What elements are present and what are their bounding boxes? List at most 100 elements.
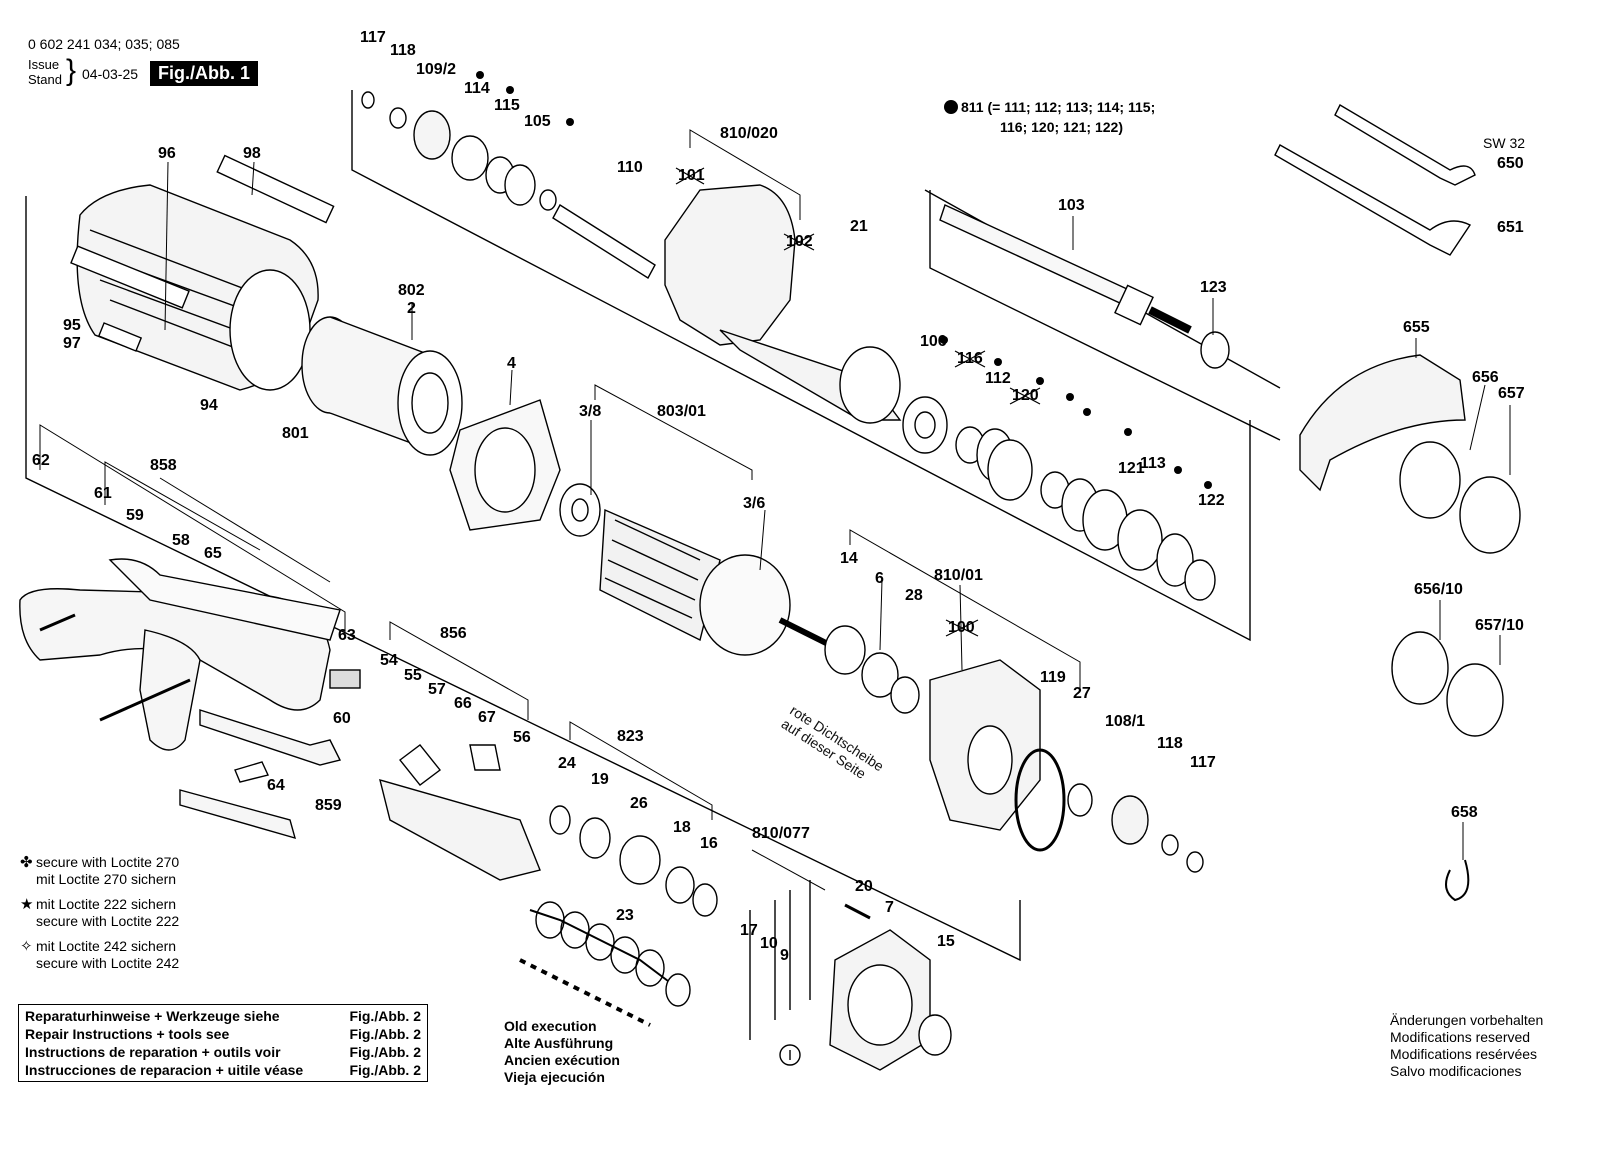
part-label: 117	[1190, 754, 1216, 771]
legend-line: mit Loctite 242 sichern	[36, 938, 177, 954]
cable-parts	[179, 709, 342, 840]
part-label: 103	[1058, 197, 1085, 214]
flange-assembly	[824, 625, 1204, 873]
struck-label: 16	[700, 835, 718, 852]
legend-line: secure with Loctite 222	[36, 913, 180, 929]
part-label: 112	[985, 370, 1011, 387]
part-label: 858	[150, 457, 177, 474]
bullet-dot-icon	[1204, 481, 1212, 489]
part-label: 114	[464, 80, 490, 97]
part-label: 3/8	[579, 403, 601, 420]
part-label: 810/077	[752, 825, 810, 842]
part-label: 7	[885, 899, 894, 916]
struck-label: 57	[428, 681, 446, 698]
part-numbers: 0 602 241 034; 035; 085	[28, 36, 180, 52]
part-label: 60	[333, 710, 351, 727]
legend-loctite-242: ✧mit Loctite 242 sichern secure with Loc…	[20, 938, 179, 972]
part-label: 115	[494, 97, 520, 114]
part-label: 97	[63, 335, 81, 352]
part-label: 94	[200, 397, 218, 414]
stand-label: Stand	[28, 72, 62, 87]
part-label: 64	[267, 777, 285, 794]
bullet-dot-icon	[1066, 393, 1074, 401]
struck-label: 19	[591, 771, 609, 788]
part-label: 4	[507, 355, 516, 372]
struck-label: 10	[760, 935, 778, 952]
part-label: 658	[1451, 804, 1478, 821]
repair-text: Reparaturhinweise + Werkzeuge siehe	[25, 1008, 280, 1024]
bullet-dot-icon	[506, 86, 514, 94]
old-exec-line: Alte Ausführung	[504, 1035, 614, 1051]
bullet-dots	[476, 71, 1212, 489]
bearings-and-rings	[902, 331, 1230, 601]
old-exec-line: Old execution	[504, 1018, 597, 1034]
struck-label: 59	[126, 507, 144, 524]
bullet-dot-icon	[566, 118, 574, 126]
wrenches	[1274, 104, 1476, 256]
modif-line: Modifications reserved	[1390, 1029, 1531, 1045]
legend-line: secure with Loctite 242	[36, 955, 180, 971]
bullet-dot-icon	[1083, 408, 1091, 416]
repair-row: Instrucciones de reparacion + uitile véa…	[25, 1061, 421, 1079]
part-label: 823	[617, 728, 644, 745]
legend-line: secure with Loctite 270	[36, 854, 180, 870]
struck-labels: 101 102 116 120 121 122 113 100 59 58 54…	[126, 167, 1225, 964]
part-label: 801	[282, 425, 309, 442]
repair-ref: Fig./Abb. 2	[349, 1008, 421, 1024]
part-label: 655	[1403, 319, 1430, 336]
struck-label: 24	[558, 755, 576, 772]
modif-line: Salvo modificaciones	[1390, 1063, 1522, 1079]
kit-note: 811 (= 111; 112; 113; 114; 115; 116; 120…	[944, 97, 1155, 137]
repair-row: Reparaturhinweise + Werkzeuge siehe Fig./…	[25, 1007, 421, 1025]
handle-parts	[19, 558, 361, 751]
motor-housing	[70, 154, 335, 391]
part-label: 27	[1073, 685, 1091, 702]
old-exec-line: Ancien exécution	[504, 1052, 620, 1068]
part-label: 810/020	[720, 125, 778, 142]
repair-text: Instructions de reparation + outils voir	[25, 1044, 281, 1060]
part-label: 117	[360, 29, 386, 46]
struck-label: 67	[478, 709, 496, 726]
repair-text: Repair Instructions + tools see	[25, 1026, 230, 1042]
part-label: 803/01	[657, 403, 706, 420]
strike-marks	[675, 167, 1041, 637]
repair-row: Instructions de reparation + outils voir…	[25, 1043, 421, 1061]
part-label: 105	[524, 113, 551, 130]
part-label: 651	[1497, 219, 1524, 236]
legend-loctite-270: ✤secure with Loctite 270 mit Loctite 270…	[20, 854, 179, 888]
kit-note-line1: 811 (= 111; 112; 113; 114; 115;	[961, 99, 1156, 115]
part-label: 98	[243, 145, 261, 162]
part-label: 15	[937, 933, 955, 950]
part-label: 118	[390, 42, 416, 59]
struck-label: 66	[454, 695, 472, 712]
repair-row: Repair Instructions + tools see Fig./Abb.…	[25, 1025, 421, 1043]
repair-text: Instrucciones de reparacion + uitile véa…	[25, 1062, 304, 1078]
struck-label: 122	[1198, 492, 1225, 509]
part-label: 63	[338, 627, 356, 644]
part-label: 110	[617, 159, 643, 176]
old-execution-note: Old execution Alte Ausführung Ancien exé…	[504, 1018, 620, 1086]
part-label: 62	[32, 452, 50, 469]
issue-labels: Issue Stand	[28, 57, 62, 87]
part-label: 28	[905, 587, 923, 604]
part-label: 656/10	[1414, 581, 1463, 598]
bullet-dot-icon	[1174, 466, 1182, 474]
armature	[559, 483, 832, 656]
struck-label: 26	[630, 795, 648, 812]
legend-line: mit Loctite 270 sichern	[36, 871, 177, 887]
part-label: 65	[204, 545, 222, 562]
part-label: 61	[94, 485, 112, 502]
struck-label: 121	[1118, 460, 1145, 477]
part-label: 802	[398, 282, 425, 299]
old-exec-line: Vieja ejecución	[504, 1069, 605, 1085]
struck-label: 18	[673, 819, 691, 836]
figure-badge: Fig./Abb. 1	[150, 61, 258, 86]
repair-ref: Fig./Abb. 2	[349, 1044, 421, 1060]
fan-baffle	[449, 399, 561, 531]
part-label: 109/2	[416, 61, 456, 78]
repair-ref: Fig./Abb. 2	[349, 1026, 421, 1042]
part-label: 14	[840, 550, 858, 567]
part-label: 810/01	[934, 567, 983, 584]
part-label: 118	[1157, 735, 1183, 752]
spindle-shaft	[939, 204, 1192, 334]
